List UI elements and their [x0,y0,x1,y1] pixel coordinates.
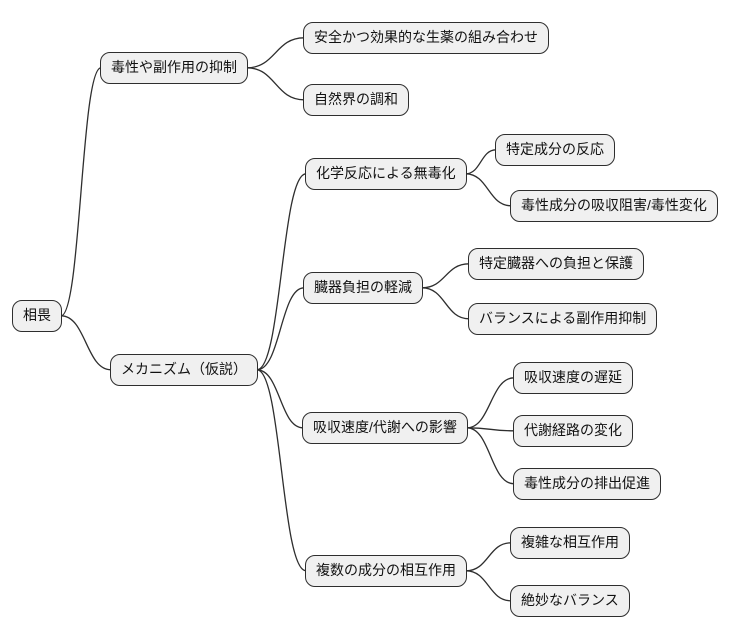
mindmap-edge [465,542,512,572]
mindmap-edge [466,427,515,485]
mindmap-edge [466,377,515,429]
mindmap-node-specific-component-reaction: 特定成分の反応 [495,134,615,166]
mindmap-edge [256,173,307,371]
mindmap-node-absorption-metabolism-effect: 吸収速度/代謝への影響 [302,412,468,444]
mindmap-node-multi-component-interaction: 複数の成分の相互作用 [305,555,467,587]
mindmap-edge [256,369,307,572]
mindmap-node-toxin-excretion-promotion: 毒性成分の排出促進 [513,468,661,500]
mindmap-edge [421,287,470,320]
mindmap-edge [465,570,512,602]
mindmap-edge [421,263,470,289]
mindmap-edge [60,67,102,317]
mindmap-node-safe-herb-combination: 安全かつ効果的な生薬の組み合わせ [303,22,549,54]
mindmap-node-exquisite-balance: 絶妙なバランス [510,585,630,617]
mindmap-node-complex-interaction: 複雑な相互作用 [510,527,630,559]
mindmap-edge [246,37,305,69]
mindmap-node-absorption-inhibition: 毒性成分の吸収阻害/毒性変化 [510,190,718,222]
mindmap-node-chemical-detox: 化学反応による無毒化 [305,158,467,190]
mindmap-edge [466,427,515,432]
mindmap-edge [256,369,304,429]
mindmap-node-toxicity-suppression: 毒性や副作用の抑制 [100,52,248,84]
mindmap-node-natural-harmony: 自然界の調和 [303,84,409,116]
mindmap-edge [256,287,305,371]
mindmap-edge [464,149,497,175]
mindmap-node-organ-burden-protection: 特定臓器への負担と保護 [468,248,644,280]
mindmap-node-mechanism-hypothesis: メカニズム（仮説） [110,354,258,386]
mindmap-edge [60,315,112,371]
mindmap-edge [246,67,305,101]
mindmap-edge [464,173,512,207]
mindmap-node-balance-side-effect-suppression: バランスによる副作用抑制 [468,303,658,335]
mindmap-node-absorption-delay: 吸収速度の遅延 [513,362,633,394]
mindmap-node-organ-burden-reduction: 臓器負担の軽減 [303,272,423,304]
mindmap-node-metabolic-pathway-change: 代謝経路の変化 [513,415,633,447]
mindmap-node-root: 相畏 [12,300,62,332]
